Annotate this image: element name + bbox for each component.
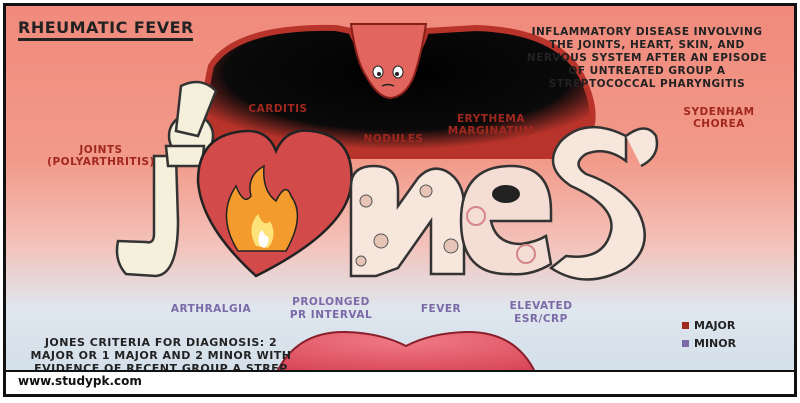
major-swatch-icon: [682, 322, 689, 329]
title-underline: [18, 38, 193, 41]
jones-illustration: [115, 23, 659, 375]
letter-n-nodules: [349, 164, 466, 278]
label-nodules: NODULES: [363, 133, 424, 145]
label-erythema-marginatum: ERYTHEMA MARGINATUM: [447, 113, 535, 137]
minor-swatch-icon: [682, 340, 689, 347]
letter-s-chorea: [548, 125, 659, 281]
letter-e-erythema: [459, 164, 553, 276]
label-sydenham-chorea: SYDENHAM CHOREA: [683, 106, 755, 130]
legend-minor: MINOR: [682, 337, 736, 350]
letter-o-heart: [196, 129, 353, 278]
legend: MAJOR MINOR: [682, 319, 736, 355]
letter-j-bone: [115, 80, 218, 278]
label-joints: JOINTS (POLYARTHRITIS): [47, 144, 155, 168]
illustration-frame: RHEUMATIC FEVER INFLAMMATORY DISEASE INV…: [3, 3, 797, 397]
disease-description: INFLAMMATORY DISEASE INVOLVING THE JOINT…: [526, 26, 768, 90]
label-prolonged-pr-interval: PROLONGED PR INTERVAL: [289, 296, 373, 321]
legend-minor-label: MINOR: [694, 337, 737, 350]
footer: www.studypk.com: [6, 370, 794, 394]
label-arthralgia: ARTHRALGIA: [170, 303, 252, 315]
uvula: [349, 23, 428, 100]
label-fever: FEVER: [420, 303, 462, 315]
page-title: RHEUMATIC FEVER: [18, 18, 194, 37]
legend-major-label: MAJOR: [694, 319, 736, 332]
label-carditis: CARDITIS: [248, 103, 308, 115]
tongue: [274, 330, 538, 375]
footer-url[interactable]: www.studypk.com: [18, 374, 142, 388]
legend-major: MAJOR: [682, 319, 736, 332]
label-elevated-esr-crp: ELEVATED ESR/CRP: [509, 300, 573, 325]
